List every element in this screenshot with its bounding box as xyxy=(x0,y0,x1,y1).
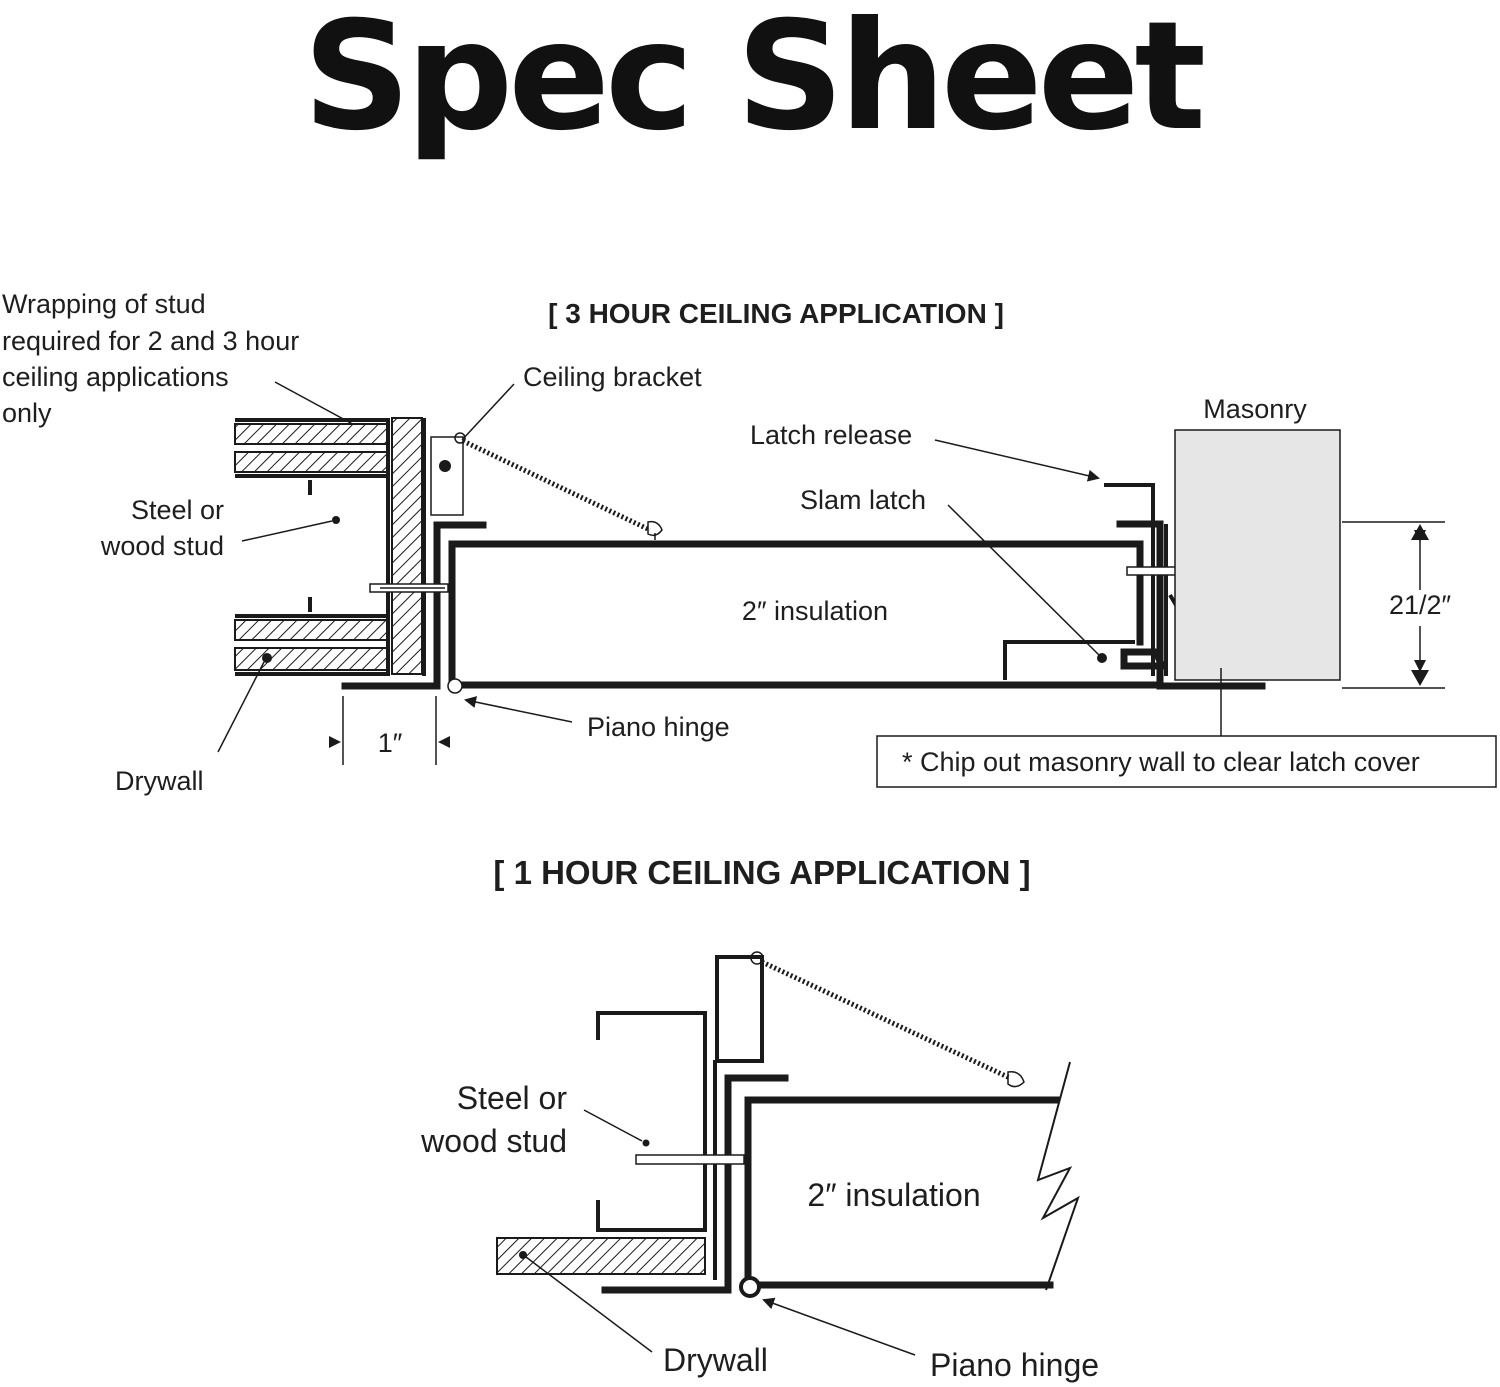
width-dimension-label: 1″ xyxy=(378,728,403,758)
drywall-leader xyxy=(217,661,265,753)
stud-point xyxy=(332,516,340,524)
door-panel xyxy=(448,540,1144,690)
width-dimension: 1″ xyxy=(329,696,450,765)
ceiling-bracket-leader xyxy=(461,383,515,441)
height-dimension: 21/2″ xyxy=(1342,521,1452,689)
stud-leader-1h xyxy=(583,1109,643,1142)
stud-label-2: wood stud xyxy=(100,531,224,561)
drywall-point xyxy=(262,653,272,663)
masonry-label: Masonry xyxy=(1203,394,1307,424)
break-line-1h xyxy=(1036,1061,1080,1291)
chip-note-text: * Chip out masonry wall to clear latch c… xyxy=(902,747,1420,777)
screw-left xyxy=(369,583,449,593)
access-door-frame: 2″ insulation xyxy=(341,521,1164,694)
frame-1h xyxy=(601,1074,789,1294)
stud-point-1h xyxy=(642,1139,650,1147)
stud-channel xyxy=(235,418,390,676)
piano-hinge-circle xyxy=(447,678,463,694)
piano-hinge-1h xyxy=(739,1276,761,1298)
frame-left xyxy=(341,521,487,690)
height-dimension-label: 21/2″ xyxy=(1389,590,1452,620)
stud-channel-1h xyxy=(596,1011,707,1232)
latch-release-leader xyxy=(934,439,1100,482)
three-hour-heading: [ 3 HOUR CEILING APPLICATION ] xyxy=(548,298,1004,329)
piano-hinge-label: Piano hinge xyxy=(587,712,730,742)
slam-latch-leader xyxy=(947,504,1101,657)
ceiling-bracket-label: Ceiling bracket xyxy=(523,362,702,392)
door-panel-1h xyxy=(744,1096,1060,1294)
wrap-note-line-4: only xyxy=(2,398,52,428)
stud-assembly xyxy=(234,417,426,676)
stud-label-1h-2: wood stud xyxy=(420,1123,567,1159)
piano-hinge-leader xyxy=(464,696,573,723)
drywall-bottom-2 xyxy=(234,647,388,671)
ceiling-bracket: Ceiling bracket xyxy=(430,362,702,540)
wrap-note: Wrapping of stud required for 2 and 3 ho… xyxy=(2,289,383,441)
wrap-note-line-1: Wrapping of stud xyxy=(2,289,206,319)
latch-release-arm xyxy=(1104,483,1155,676)
bracket-1h xyxy=(715,955,764,1063)
insulation-label: 2″ insulation xyxy=(742,596,888,626)
chip-note-box xyxy=(876,735,1497,788)
drywall-1h xyxy=(496,1237,706,1275)
wrap-note-line-2: required for 2 and 3 hour xyxy=(2,326,299,356)
one-hour-section: [ 1 HOUR CEILING APPLICATION ] 2″ insula… xyxy=(420,854,1099,1383)
insulation-label-1h: 2″ insulation xyxy=(807,1177,980,1213)
drywall-bottom-1 xyxy=(234,619,388,641)
piano-hinge-label-1h: Piano hinge xyxy=(930,1347,1099,1383)
drywall-label-1h: Drywall xyxy=(663,1342,768,1378)
slam-latch-label: Slam latch xyxy=(800,485,926,515)
latch-release-label: Latch release xyxy=(750,420,912,450)
drywall-top-2 xyxy=(234,451,388,473)
stud-wrap xyxy=(391,417,423,675)
stud-leader xyxy=(241,520,333,542)
piano-hinge-leader-1h xyxy=(762,1297,916,1356)
bracket-chain xyxy=(461,438,652,533)
one-hour-heading: [ 1 HOUR CEILING APPLICATION ] xyxy=(493,854,1030,891)
three-hour-section: [ 3 HOUR CEILING APPLICATION ] Wrapping … xyxy=(2,289,1497,796)
drywall-top-1 xyxy=(234,423,388,445)
page-title: Spec Sheet xyxy=(303,0,1204,164)
drywall-label: Drywall xyxy=(115,766,204,796)
bracket-chain-1h xyxy=(760,959,1012,1081)
wrap-note-line-3: ceiling applications xyxy=(2,362,229,392)
stud-label-1: Steel or xyxy=(131,495,224,525)
drywall-leader-1h xyxy=(525,1256,653,1353)
masonry-block xyxy=(1174,429,1341,681)
stud-label-1h-1: Steel or xyxy=(457,1080,568,1116)
